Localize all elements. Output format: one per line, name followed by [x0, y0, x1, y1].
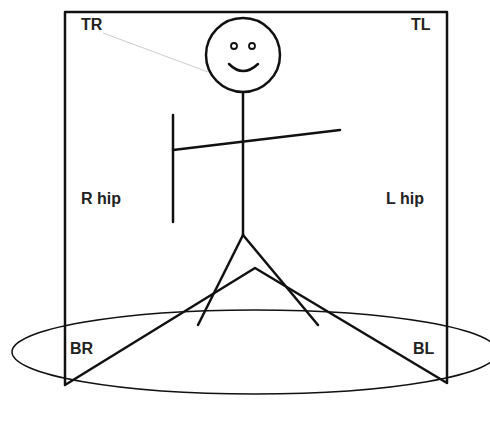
- plane-corner-label: BL: [412, 340, 435, 358]
- pole: [172, 115, 175, 222]
- leg: [243, 235, 318, 325]
- plane-corner-label: R hip: [80, 190, 122, 208]
- arms: [173, 130, 340, 150]
- eye: [249, 43, 255, 49]
- leg: [198, 235, 243, 325]
- ground-ellipse: [12, 310, 490, 394]
- eye: [231, 43, 237, 49]
- plane-corner-label: TL: [410, 16, 432, 34]
- head: [206, 18, 280, 92]
- body-plane: [65, 12, 447, 385]
- plane-corner-label: TR: [80, 16, 103, 34]
- torso: [242, 92, 245, 235]
- plane-corner-label: L hip: [385, 190, 425, 208]
- plane-corner-label: BR: [69, 340, 94, 358]
- smile: [229, 64, 258, 71]
- faint-line: [95, 30, 208, 72]
